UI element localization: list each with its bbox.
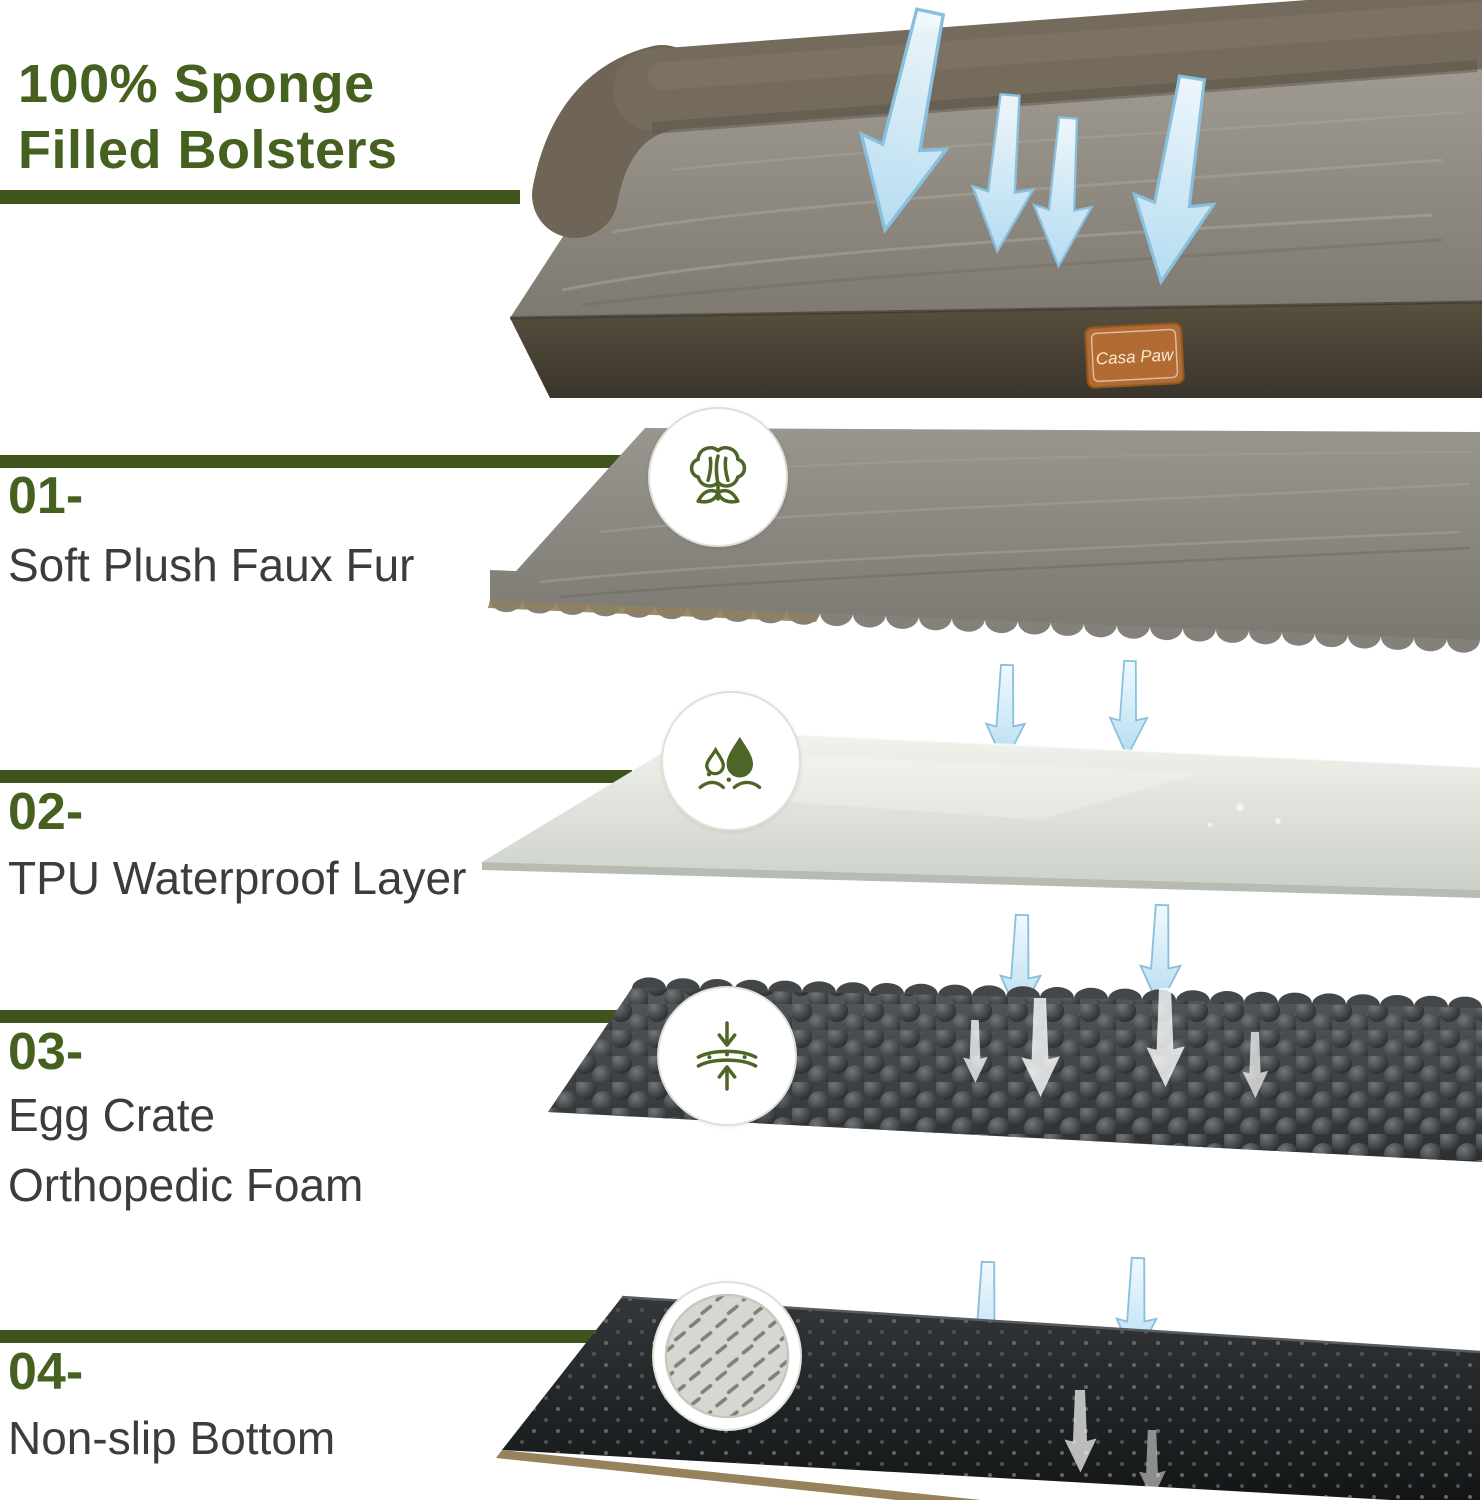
section-03-label-line1: Egg Crate bbox=[8, 1089, 216, 1141]
headline-line2: Filled Bolsters bbox=[18, 119, 398, 180]
non-slip-bottom-image bbox=[496, 1256, 1481, 1500]
section-03-number: 03- bbox=[8, 1023, 84, 1081]
section-02-number: 02- bbox=[8, 783, 84, 841]
section-02-bar bbox=[0, 770, 632, 783]
water-drops-icon bbox=[661, 691, 801, 831]
section-02-label: TPU Waterproof Layer bbox=[8, 852, 467, 904]
fur-underside-edge bbox=[488, 600, 820, 622]
section-01-label: Soft Plush Faux Fur bbox=[8, 539, 415, 591]
diamond-texture-icon bbox=[652, 1281, 802, 1431]
faux-fur-layer-image bbox=[488, 428, 1480, 653]
section-03-bar bbox=[0, 1010, 632, 1023]
waterproof-layer-image bbox=[482, 659, 1481, 898]
dog-bed-photo: Casa Paw bbox=[509, 0, 1482, 398]
headline-underline-bar bbox=[0, 190, 520, 204]
section-01-bar bbox=[0, 455, 632, 468]
cotton-icon bbox=[648, 407, 788, 547]
section-04-bar bbox=[0, 1330, 632, 1343]
section-04-number: 04- bbox=[8, 1343, 84, 1401]
sheet-edge bbox=[482, 862, 1480, 898]
section-01-number: 01- bbox=[8, 467, 84, 525]
headline: 100% Sponge Filled Bolsters bbox=[18, 52, 398, 184]
headline-line1: 100% Sponge bbox=[18, 54, 375, 114]
brand-tag-label: Casa Paw bbox=[1095, 345, 1175, 368]
section-04-label: Non-slip Bottom bbox=[8, 1412, 336, 1464]
compression-arrows-icon bbox=[657, 986, 797, 1126]
section-03-label-line2: Orthopedic Foam bbox=[8, 1159, 364, 1211]
bed-base bbox=[509, 300, 1482, 398]
bed-bolster bbox=[532, 0, 1482, 238]
brand-tag: Casa Paw bbox=[1084, 322, 1185, 389]
bottom-underside-edge bbox=[496, 1450, 981, 1500]
